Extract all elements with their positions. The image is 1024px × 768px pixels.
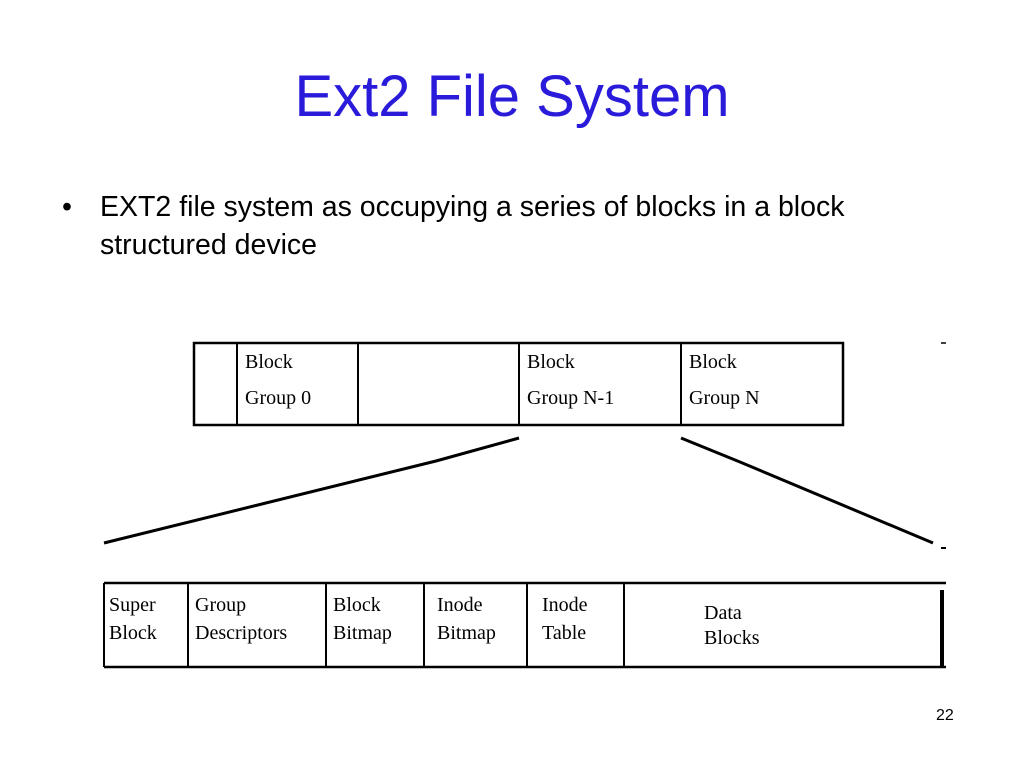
page-number: 22 (936, 707, 954, 724)
block-group-detail-row: Super Block Group Descriptors Block Bitm… (103, 581, 946, 669)
slide-title: Ext2 File System (294, 64, 730, 129)
bullet-list: • EXT2 file system as occupying a series… (62, 188, 942, 264)
bullet-dot-icon: • (62, 191, 72, 223)
super-block-label: Super Block (109, 594, 161, 644)
bullet-item: • EXT2 file system as occupying a series… (62, 188, 942, 264)
block-group-n-1-label: Block Group N-1 (527, 351, 614, 409)
block-bitmap-label: Block Bitmap (333, 594, 392, 644)
group-descriptors-label: Group Descriptors (195, 594, 287, 644)
block-group-0-label: Block Group 0 (245, 351, 311, 409)
right-expansion-line (680, 436, 934, 545)
expansion-lines (103, 436, 934, 545)
left-expansion-line (103, 436, 520, 545)
block-groups-row: Block Group 0 Block Group N-1 Block Grou… (192, 341, 845, 427)
inode-table-label: Inode Table (542, 594, 593, 644)
block-group-n-label: Block Group N (689, 351, 760, 409)
inode-bitmap-label: Inode Bitmap (437, 594, 496, 644)
data-blocks-label: Data Blocks (704, 602, 760, 649)
bullet-text: EXT2 file system as occupying a series o… (100, 191, 845, 261)
